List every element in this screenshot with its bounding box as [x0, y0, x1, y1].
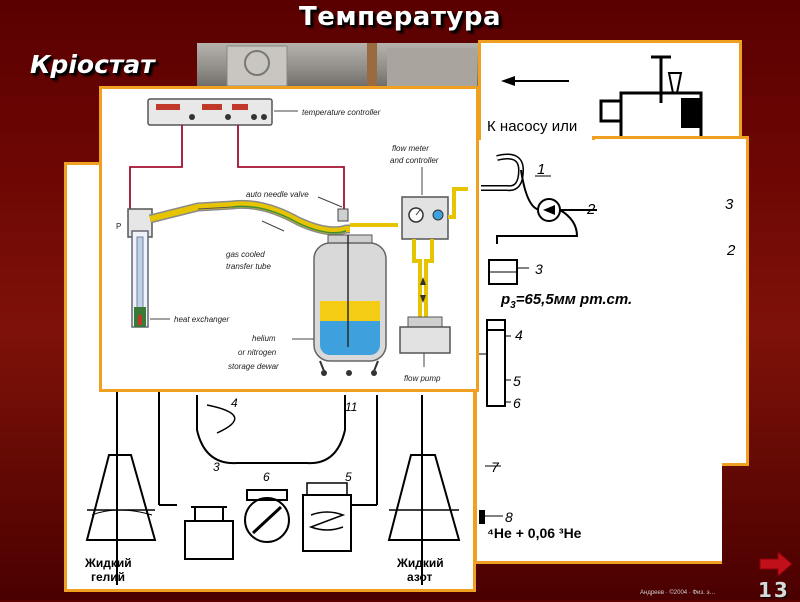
helium-flask-label-1: Жидкий — [84, 556, 132, 570]
mixture-cryostat-scheme: 1 2 3 4 5 6 7 8 p3=65,5мм рт.ст. ⁴He + 0… — [474, 140, 722, 564]
temperature-controller-label: temperature controller — [302, 108, 381, 117]
scheme-callout-4: 4 — [515, 327, 523, 343]
nitrogen-flask-label-2: азот — [407, 570, 433, 584]
nitrogen-flask-label-1: Жидкий — [396, 556, 444, 570]
callout-5: 5 — [345, 470, 352, 484]
flow-meter-label-2: and controller — [390, 156, 439, 165]
scheme-callout-6: 6 — [513, 395, 521, 411]
needle-valve-label: auto needle valve — [246, 190, 309, 199]
storage-label-2: or nitrogen — [238, 348, 277, 357]
scheme-callout-3: 3 — [535, 261, 543, 277]
scheme-callout-7: 7 — [491, 459, 500, 475]
cryostat-tag-label: P — [116, 222, 121, 231]
slide-title: Температура — [298, 2, 502, 32]
scheme-callout-2: 2 — [586, 201, 596, 218]
pressure-symbol: p3=65,5мм рт.ст. — [500, 291, 632, 311]
mixture-formula: ⁴He + 0,06 ³He — [487, 525, 582, 541]
helium-flask-label-2: гелий — [91, 570, 125, 584]
scheme-callout-5: 5 — [513, 373, 521, 389]
footer-text: Андреев · ©2004 · Физ. э… — [640, 590, 716, 596]
callout-11: 11 — [345, 400, 357, 414]
scheme-callout-1: 1 — [537, 161, 545, 178]
pump-label: К насосу или — [487, 118, 577, 135]
cryostat-system-diagram: temperature controller P heat exchanger … — [99, 86, 479, 392]
callout-6: 6 — [263, 470, 270, 484]
insert-callout-2a: 2 — [726, 242, 736, 259]
flow-pump-label: flow pump — [404, 374, 441, 383]
heat-exchanger-label: heat exchanger — [174, 315, 229, 324]
storage-label-3: storage dewar — [228, 362, 279, 371]
storage-label-1: helium — [252, 334, 276, 343]
page-number: 13 — [758, 578, 790, 602]
next-slide-arrow-icon[interactable] — [758, 550, 794, 578]
flow-meter-label-1: flow meter — [392, 144, 429, 153]
slide-subtitle: Кріостат — [30, 50, 155, 79]
callout-3: 3 — [213, 460, 220, 474]
lab-photo — [197, 43, 482, 88]
callout-4: 4 — [231, 396, 238, 410]
transfer-tube-label-2: transfer tube — [226, 262, 271, 271]
scheme-callout-8: 8 — [505, 509, 513, 525]
transfer-tube-label-1: gas cooled — [226, 250, 265, 259]
insert-callout-3: 3 — [725, 196, 734, 213]
